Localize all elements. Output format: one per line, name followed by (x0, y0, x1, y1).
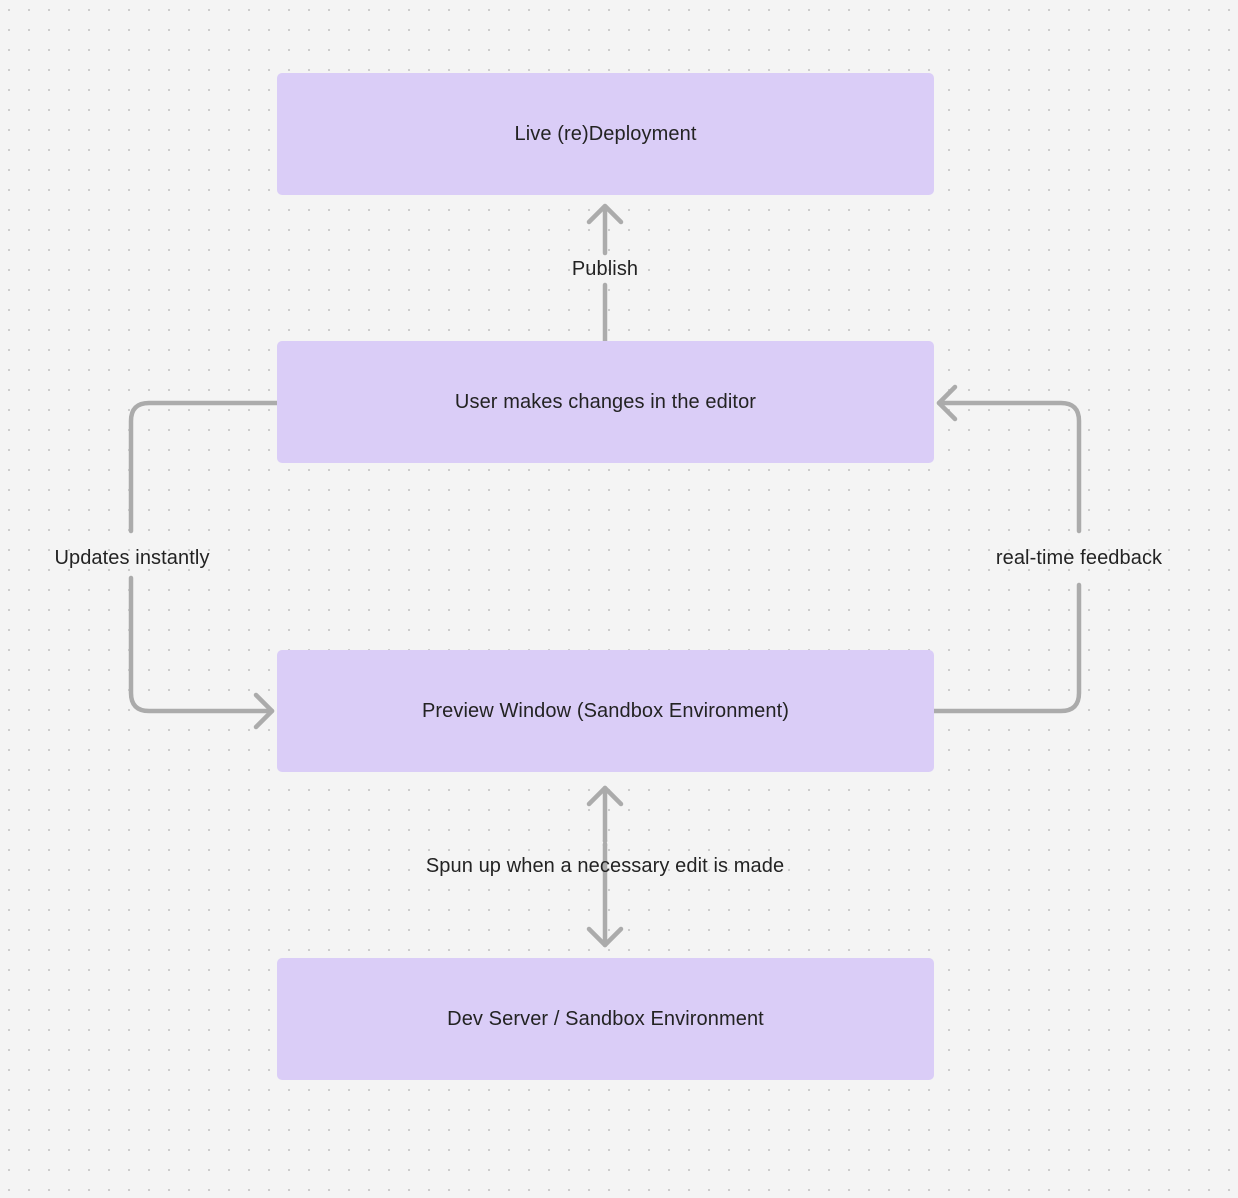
node-label: Preview Window (Sandbox Environment) (421, 700, 790, 722)
edge-label-real-time-feedback: real-time feedback (995, 547, 1163, 569)
node-preview-window[interactable]: Preview Window (Sandbox Environment) (277, 650, 934, 772)
edge-label-updates-instantly: Updates instantly (54, 547, 210, 569)
node-live-deployment[interactable]: Live (re)Deployment (277, 73, 934, 195)
edge-label-publish: Publish (571, 258, 639, 280)
node-label: User makes changes in the editor (454, 391, 757, 413)
node-label: Dev Server / Sandbox Environment (447, 1008, 764, 1030)
node-user-edits[interactable]: User makes changes in the editor (277, 341, 934, 463)
node-label: Live (re)Deployment (514, 123, 697, 145)
edge-label-spun-up: Spun up when a necessary edit is made (425, 855, 785, 877)
node-dev-server[interactable]: Dev Server / Sandbox Environment (277, 958, 934, 1080)
